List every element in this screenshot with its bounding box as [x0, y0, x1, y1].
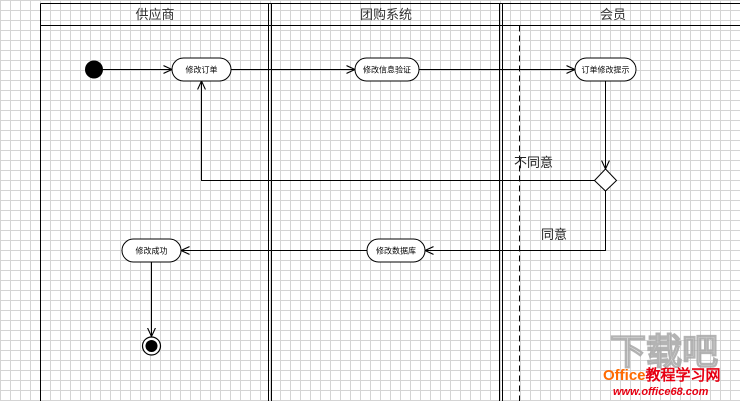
node-modify-order-label: 修改订单	[186, 65, 218, 75]
node-update-db-shape[interactable]	[366, 238, 426, 263]
initial-node[interactable]	[85, 60, 103, 79]
node-order-notice-label: 订单修改提示	[582, 65, 630, 75]
node-update-db-label: 修改数据库	[376, 246, 416, 256]
node-success-shape[interactable]	[121, 238, 182, 263]
swimlane-title-supplier: 供应商	[135, 7, 174, 23]
node-verify-info-shape[interactable]	[354, 57, 420, 82]
swimlane-group-buy-system[interactable]: 团购系统	[272, 4, 499, 25]
node-update-db[interactable]: 修改数据库	[366, 238, 426, 263]
edge-label-disagree: 不同意	[514, 155, 553, 171]
swimlane-member[interactable]: 会员	[503, 4, 740, 25]
watermark-url: www.office68.com	[613, 386, 709, 398]
node-modify-order[interactable]: 修改订单	[171, 57, 232, 82]
node-modify-order-shape[interactable]	[171, 57, 232, 82]
edge-decision-agree-to-update-db[interactable]	[425, 191, 606, 251]
node-verify-info-label: 修改信息验证	[363, 65, 411, 75]
swimlane-supplier[interactable]: 供应商	[41, 4, 268, 25]
edge-label-agree: 同意	[541, 227, 567, 243]
final-node[interactable]	[141, 336, 162, 356]
edge-decision-disagree-to-modify-order[interactable]	[202, 81, 595, 181]
connectors	[103, 70, 606, 337]
final-node-inner-dot	[145, 340, 158, 352]
swimlane-title-group-buy-system: 团购系统	[360, 7, 412, 23]
node-success[interactable]: 修改成功	[121, 238, 182, 263]
watermark: 下载吧 Office教程学习网 www.office68.com	[603, 330, 721, 398]
swimlane-title-member: 会员	[600, 8, 626, 23]
watermark-site-title: Office教程学习网	[603, 366, 721, 384]
node-verify-info[interactable]: 修改信息验证	[354, 57, 420, 82]
watermark-site-brand: Office	[603, 367, 646, 384]
node-order-notice[interactable]: 订单修改提示	[574, 57, 637, 82]
node-success-label: 修改成功	[136, 246, 168, 256]
decision-node[interactable]	[593, 168, 618, 192]
watermark-logo: 下载吧	[610, 331, 718, 372]
watermark-site-name: 教程学习网	[645, 366, 721, 384]
node-order-notice-shape[interactable]	[574, 57, 637, 82]
